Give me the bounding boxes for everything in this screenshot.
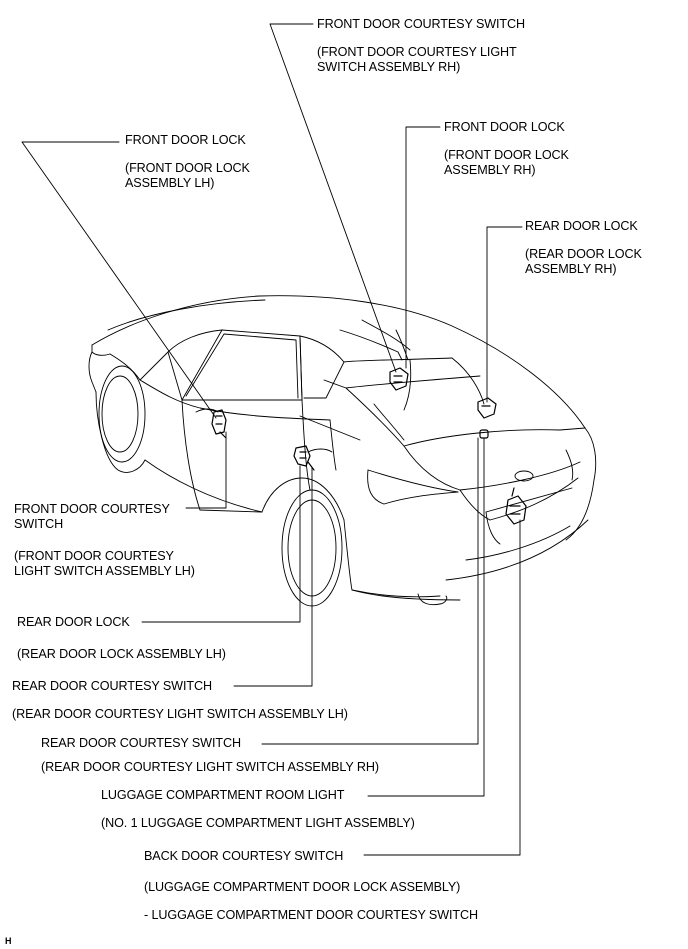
component-rear-door-lock-lh (293, 445, 315, 471)
label-front-door-courtesy-switch-lh: FRONT DOOR COURTESY SWITCH (FRONT DOOR C… (14, 502, 195, 579)
label-assembly-line-2: LIGHT SWITCH ASSEMBLY LH) (14, 564, 195, 578)
label-assembly-line-2: ASSEMBLY RH) (525, 262, 617, 276)
label-rear-door-lock-rh: REAR DOOR LOCK (REAR DOOR LOCK ASSEMBLY … (525, 219, 642, 277)
component-back-door-courtesy-switch (505, 487, 527, 525)
component-front-door-courtesy-switch-rh (389, 367, 409, 391)
label-assembly-line-1: (FRONT DOOR COURTESY (14, 549, 174, 563)
label-back-door-courtesy-switch: BACK DOOR COURTESY SWITCH (LUGGAGE COMPA… (144, 849, 478, 923)
label-rear-door-courtesy-switch-lh: REAR DOOR COURTESY SWITCH (REAR DOOR COU… (12, 679, 348, 722)
label-title: BACK DOOR COURTESY SWITCH (144, 849, 344, 863)
label-assembly-line-1: (FRONT DOOR LOCK (444, 148, 569, 162)
label-front-door-lock-lh: FRONT DOOR LOCK (FRONT DOOR LOCK ASSEMBL… (125, 133, 250, 191)
label-title: LUGGAGE COMPARTMENT ROOM LIGHT (101, 788, 345, 802)
label-assembly: (REAR DOOR COURTESY LIGHT SWITCH ASSEMBL… (12, 707, 348, 721)
label-title: REAR DOOR LOCK (525, 219, 638, 233)
label-front-door-lock-rh: FRONT DOOR LOCK (FRONT DOOR LOCK ASSEMBL… (444, 120, 569, 178)
label-title-line-2: SWITCH (14, 517, 64, 531)
label-assembly-line-2: SWITCH ASSEMBLY RH) (317, 60, 461, 74)
component-rear-door-lock-rh (477, 397, 497, 419)
label-assembly-line-2: ASSEMBLY RH) (444, 163, 536, 177)
label-note: - LUGGAGE COMPARTMENT DOOR COURTESY SWIT… (144, 908, 478, 922)
label-assembly-line-1: (FRONT DOOR COURTESY LIGHT (317, 45, 517, 59)
label-assembly-line-2: ASSEMBLY LH) (125, 176, 215, 190)
label-title: FRONT DOOR LOCK (444, 120, 565, 134)
label-assembly: (NO. 1 LUGGAGE COMPARTMENT LIGHT ASSEMBL… (101, 816, 415, 830)
label-assembly: (REAR DOOR COURTESY LIGHT SWITCH ASSEMBL… (41, 760, 379, 774)
label-assembly-line-1: (FRONT DOOR LOCK (125, 161, 250, 175)
label-title: REAR DOOR COURTESY SWITCH (12, 679, 212, 693)
label-title: FRONT DOOR COURTESY SWITCH (317, 17, 526, 31)
component-luggage-room-light (479, 429, 489, 439)
label-luggage-compartment-room-light: LUGGAGE COMPARTMENT ROOM LIGHT (NO. 1 LU… (101, 788, 415, 831)
label-title: REAR DOOR COURTESY SWITCH (41, 736, 241, 750)
label-rear-door-lock-lh: REAR DOOR LOCK (REAR DOOR LOCK ASSEMBLY … (17, 615, 226, 662)
component-front-door-lock-lh (211, 409, 227, 439)
leader-lines (21, 23, 523, 856)
label-assembly: (LUGGAGE COMPARTMENT DOOR LOCK ASSEMBLY) (144, 880, 461, 894)
label-assembly-line-1: (REAR DOOR LOCK (525, 247, 642, 261)
label-title: FRONT DOOR LOCK (125, 133, 246, 147)
label-title-line-1: FRONT DOOR COURTESY (14, 502, 170, 516)
label-rear-door-courtesy-switch-rh: REAR DOOR COURTESY SWITCH (REAR DOOR COU… (41, 736, 379, 775)
label-title: REAR DOOR LOCK (17, 615, 130, 629)
corner-mark: H (5, 936, 12, 946)
label-front-door-courtesy-switch-rh: FRONT DOOR COURTESY SWITCH (FRONT DOOR C… (317, 17, 525, 75)
label-assembly: (REAR DOOR LOCK ASSEMBLY LH) (17, 647, 226, 661)
